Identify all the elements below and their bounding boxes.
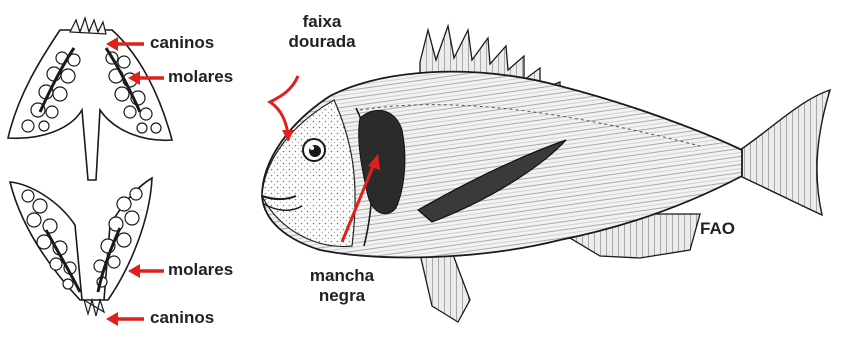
label-black-spot: mancha negra bbox=[292, 266, 392, 306]
credit-label: FAO bbox=[700, 219, 735, 239]
label-golden-band-line2: dourada bbox=[272, 32, 372, 52]
upper-jaw-drawing bbox=[8, 18, 172, 180]
label-lower-canines: caninos bbox=[150, 308, 214, 328]
label-golden-band-line1: faixa bbox=[272, 12, 372, 32]
arrow-lower-molars bbox=[128, 264, 164, 278]
label-upper-canines: caninos bbox=[150, 33, 214, 53]
arrow-lower-canines bbox=[106, 312, 144, 326]
label-black-spot-line1: mancha bbox=[292, 266, 392, 286]
label-upper-molars: molares bbox=[168, 67, 233, 87]
label-golden-band: faixa dourada bbox=[272, 12, 372, 52]
label-black-spot-line2: negra bbox=[292, 286, 392, 306]
lower-jaw-drawing bbox=[10, 178, 152, 316]
label-lower-molars: molares bbox=[168, 260, 233, 280]
